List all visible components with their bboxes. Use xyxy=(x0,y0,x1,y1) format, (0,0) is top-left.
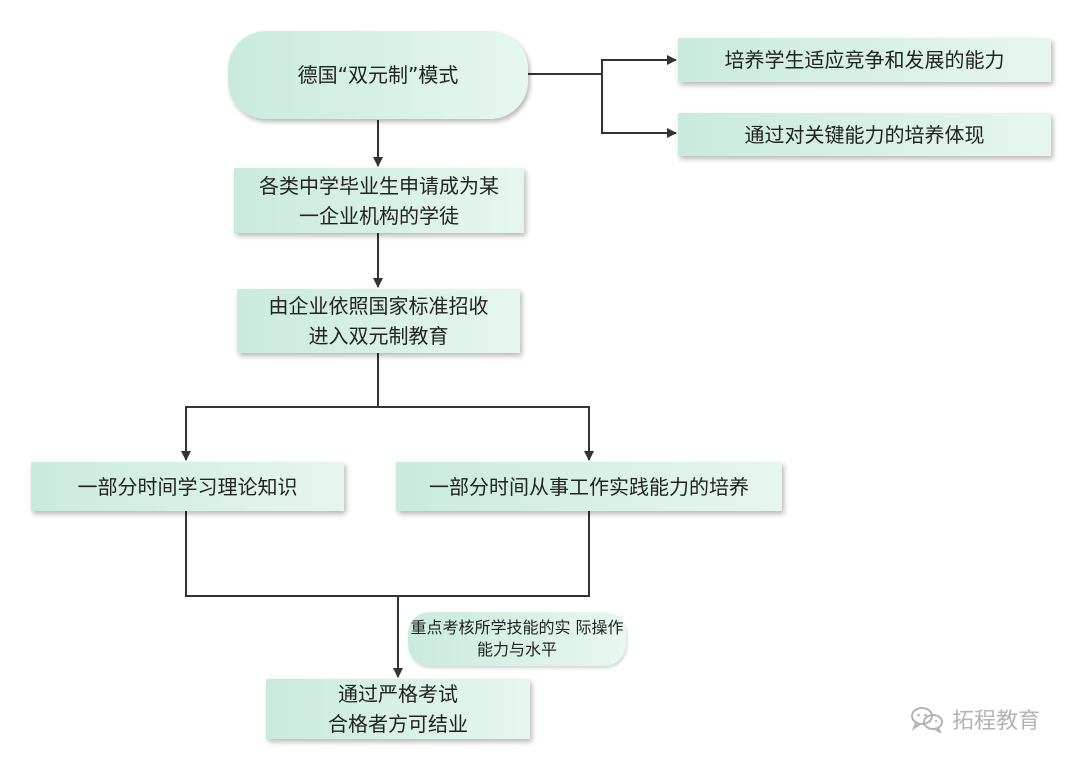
step-1-line-2: 一企业机构的学徒 xyxy=(299,203,459,228)
practice-node: 一部分时间从事工作实践能力的培养 xyxy=(396,462,782,511)
goal-node-1: 培养学生适应竞争和发展的能力 xyxy=(678,38,1051,82)
step-1-line-1: 各类中学毕业生申请成为某 xyxy=(259,173,499,198)
assessment-note-line-1: 重点考核所学技能的实 xyxy=(410,618,571,637)
watermark-text: 拓程教育 xyxy=(951,709,1040,734)
step-1-node: 各类中学毕业生申请成为某 一企业机构的学徒 xyxy=(234,168,524,233)
root-node-label: 德国“双元制”模式 xyxy=(297,63,459,87)
theory-node: 一部分时间学习理论知识 xyxy=(31,462,344,511)
step-2-node: 由企业依照国家标准招收 进入双元制教育 xyxy=(237,289,520,353)
assessment-note: 重点考核所学技能的实 际操作能力与水平 xyxy=(408,612,626,666)
assessment-note-line-2: 际操作能力与水平 xyxy=(476,618,624,659)
merge-line xyxy=(185,511,590,597)
goal-node-1-label: 培养学生适应竞争和发展的能力 xyxy=(724,48,1005,72)
step-2-line-1: 由企业依照国家标准招收 xyxy=(268,294,489,318)
theory-node-label: 一部分时间学习理论知识 xyxy=(77,474,298,499)
arrow-root-to-goal-2 xyxy=(601,74,677,138)
watermark: 拓程教育 xyxy=(910,703,1040,735)
final-line-2: 合格者方可结业 xyxy=(328,712,468,736)
arrow-root-to-goal-1 xyxy=(528,55,677,75)
final-node: 通过严格考试 合格者方可结业 xyxy=(266,679,530,739)
split-line-right xyxy=(378,406,594,461)
practice-node-label: 一部分时间从事工作实践能力的培养 xyxy=(429,474,749,499)
split-line xyxy=(181,353,379,461)
root-node: 德国“双元制”模式 xyxy=(228,31,528,119)
goal-node-2: 通过对关键能力的培养体现 xyxy=(678,113,1051,156)
wechat-icon xyxy=(910,707,943,733)
step-2-line-2: 进入双元制教育 xyxy=(308,324,449,348)
goal-node-2-label: 通过对关键能力的培养体现 xyxy=(744,122,985,147)
final-line-1: 通过严格考试 xyxy=(338,682,458,706)
